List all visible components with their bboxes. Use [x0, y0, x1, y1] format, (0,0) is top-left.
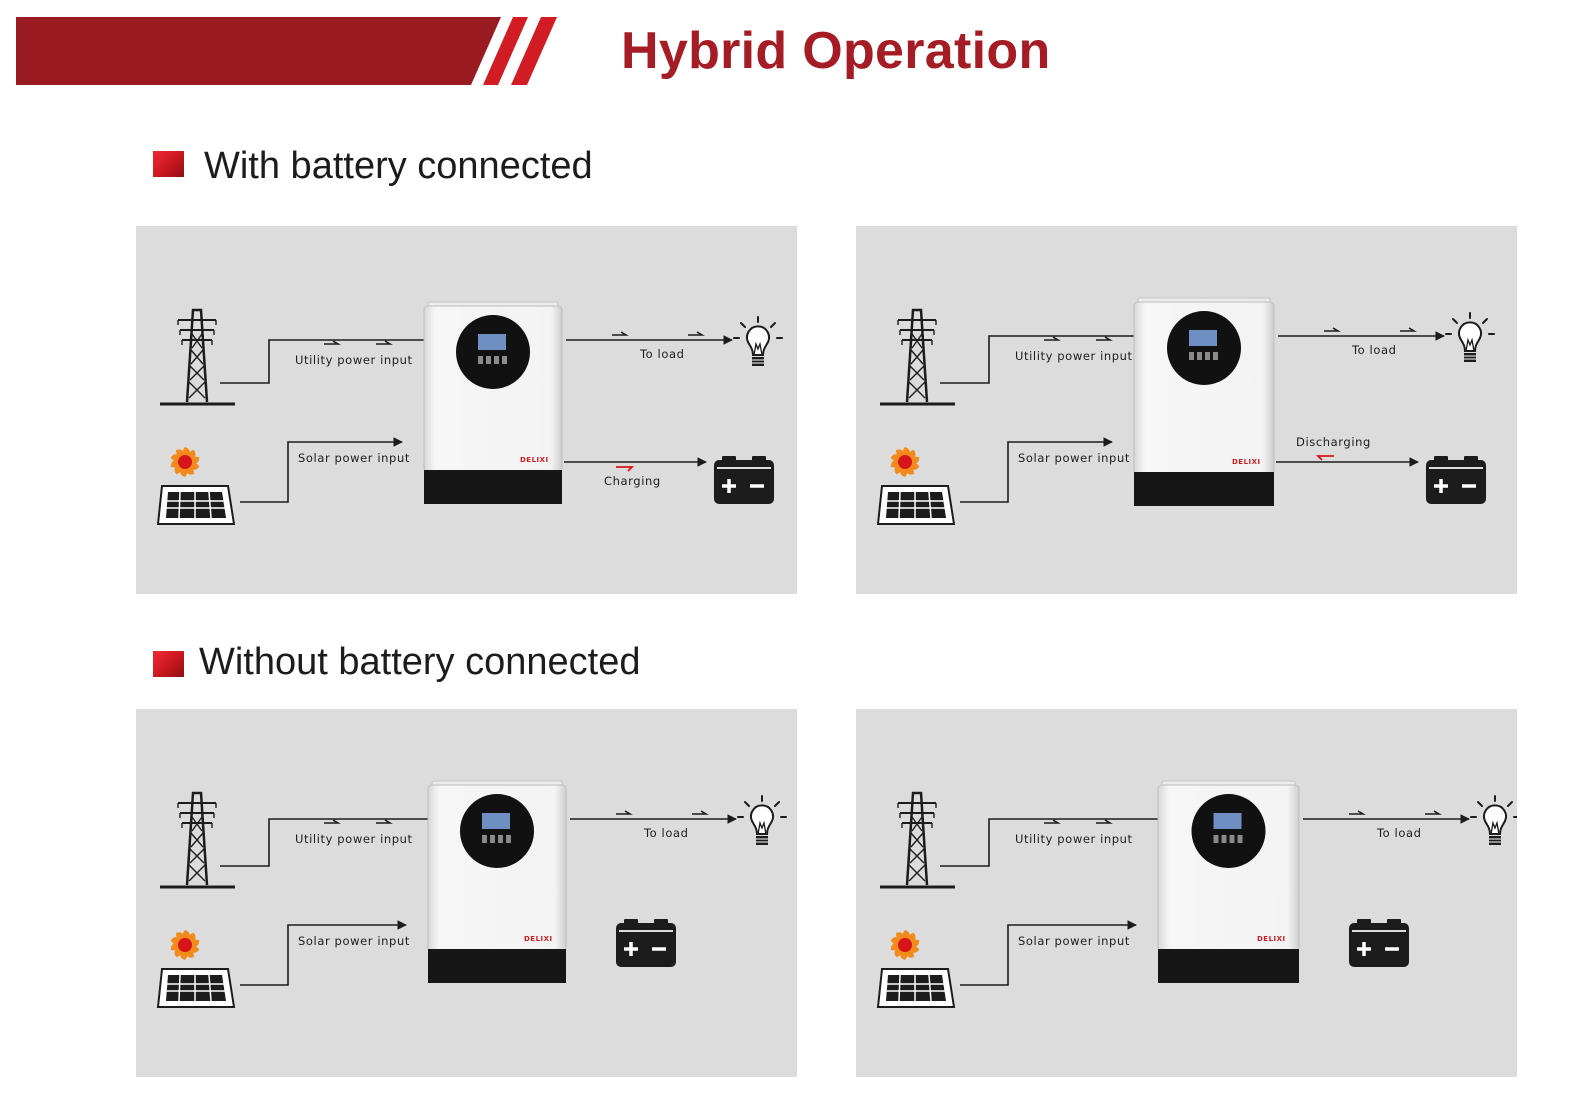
- flow-arrow: [376, 340, 393, 345]
- hybrid-inverter: DELIXI: [1133, 297, 1275, 506]
- hybrid-inverter: DELIXI: [423, 301, 563, 504]
- inverter-brand-logo: DELIXI: [520, 456, 549, 464]
- flow-arrow: [688, 331, 705, 336]
- hybrid-inverter: DELIXI: [427, 780, 567, 983]
- flow-arrow: [692, 810, 709, 815]
- flow-arrow: [1044, 819, 1061, 824]
- transmission-tower-icon: [160, 791, 235, 889]
- operation-diagram-panel: Utility power input Solar power input DE…: [856, 709, 1517, 1077]
- solar-panel-icon: [876, 485, 956, 525]
- battery-status-label: Charging: [604, 474, 661, 488]
- sun-icon: [890, 447, 920, 477]
- load-flow-arrows: [1324, 327, 1417, 332]
- light-bulb-icon: [733, 316, 783, 366]
- battery-icon: [1349, 919, 1409, 967]
- to-load-label: To load: [1351, 343, 1397, 357]
- to-load-label: To load: [1376, 826, 1422, 840]
- solar-power-input-label: Solar power input: [1018, 934, 1130, 948]
- hybrid-inverter: DELIXI: [1157, 780, 1300, 983]
- operation-diagram-panel: Utility power input Solar power input DE…: [856, 226, 1517, 594]
- utility-power-input-label: Utility power input: [295, 353, 413, 367]
- flow-arrow: [1044, 336, 1061, 341]
- inverter-brand-logo: DELIXI: [1232, 458, 1261, 466]
- flow-arrow: [1349, 810, 1366, 815]
- solar-panel-icon: [876, 968, 956, 1008]
- inverter-brand-logo: DELIXI: [1257, 935, 1286, 943]
- light-bulb-icon: [1470, 795, 1517, 845]
- section-marker: [153, 651, 184, 677]
- operation-diagram-panel: Utility power input Solar power input DE…: [136, 709, 797, 1077]
- section-heading-without-battery: Without battery connected: [199, 641, 641, 683]
- section-marker: [153, 151, 184, 177]
- transmission-tower-icon: [160, 308, 235, 406]
- flow-arrow: [1096, 336, 1113, 341]
- inverter-display-icon: [456, 315, 530, 389]
- utility-power-input-label: Utility power input: [295, 832, 413, 846]
- to-load-label: To load: [639, 347, 685, 361]
- flow-arrow: [1324, 327, 1341, 332]
- page-title: Hybrid Operation: [621, 22, 1051, 80]
- battery-icon: [616, 919, 676, 967]
- utility-power-input-label: Utility power input: [1015, 832, 1133, 846]
- flow-arrow: [616, 810, 633, 815]
- to-load-label: To load: [643, 826, 689, 840]
- operation-diagram: Utility power input Solar power input DE…: [156, 301, 783, 525]
- inverter-display-icon: [1191, 794, 1266, 868]
- operation-diagram: Utility power input Solar power input DE…: [876, 297, 1495, 525]
- utility-flow-arrows: [324, 819, 393, 824]
- battery-icon: [1426, 456, 1486, 504]
- transmission-tower-icon: [880, 308, 955, 406]
- sun-icon: [890, 930, 920, 960]
- sun-icon: [170, 930, 200, 960]
- utility-flow-arrows: [324, 340, 393, 345]
- operation-diagram: Utility power input Solar power input DE…: [876, 780, 1517, 1008]
- load-flow-arrows: [616, 810, 709, 815]
- battery-status-label: Discharging: [1296, 435, 1371, 449]
- utility-power-input-label: Utility power input: [1015, 349, 1133, 363]
- inverter-display-icon: [1167, 311, 1241, 385]
- flow-arrow: [1425, 810, 1442, 815]
- battery-flow-arrow: [616, 466, 635, 472]
- battery-icon: [714, 456, 774, 504]
- flow-arrow: [1400, 327, 1417, 332]
- inverter-display-icon: [460, 794, 534, 868]
- inverter-brand-logo: DELIXI: [524, 935, 553, 943]
- header-banner: [16, 17, 557, 85]
- flow-arrow: [612, 331, 629, 336]
- light-bulb-icon: [1445, 312, 1495, 362]
- utility-flow-arrows: [1044, 336, 1113, 341]
- battery-flow-arrow: [1315, 455, 1334, 461]
- solar-power-input-label: Solar power input: [1018, 451, 1130, 465]
- operation-diagram: Utility power input Solar power input DE…: [156, 780, 787, 1008]
- section-heading-with-battery: With battery connected: [204, 145, 593, 187]
- transmission-tower-icon: [880, 791, 955, 889]
- solar-power-input-label: Solar power input: [298, 934, 410, 948]
- flow-arrow: [1096, 819, 1113, 824]
- sun-icon: [170, 447, 200, 477]
- solar-panel-icon: [156, 485, 236, 525]
- utility-flow-arrows: [1044, 819, 1113, 824]
- flow-arrow: [376, 819, 393, 824]
- operation-diagram-panel: Utility power input Solar power input DE…: [136, 226, 797, 594]
- solar-panel-icon: [156, 968, 236, 1008]
- solar-power-input-label: Solar power input: [298, 451, 410, 465]
- load-flow-arrows: [612, 331, 705, 336]
- light-bulb-icon: [737, 795, 787, 845]
- flow-arrow: [324, 340, 341, 345]
- flow-arrow: [324, 819, 341, 824]
- load-flow-arrows: [1349, 810, 1442, 815]
